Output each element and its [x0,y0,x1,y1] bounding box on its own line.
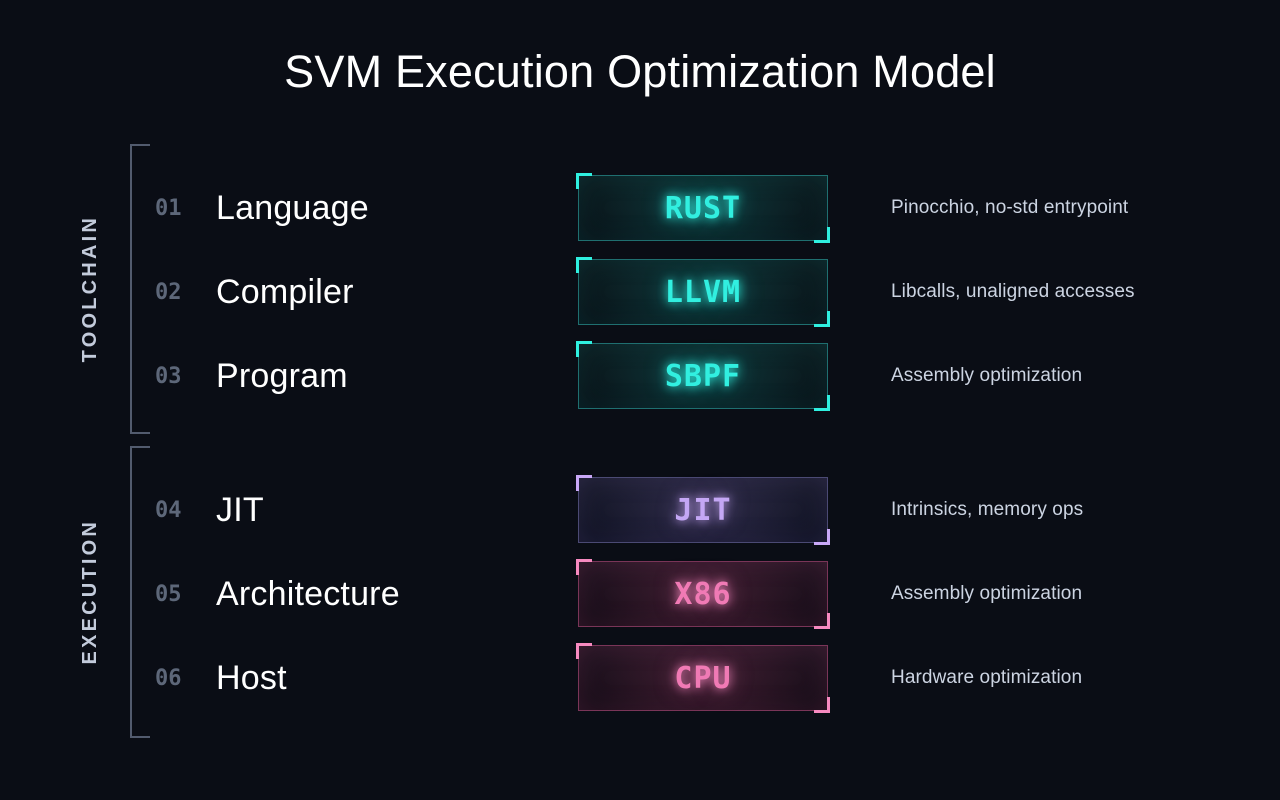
row-description: Pinocchio, no-std entrypoint [891,197,1129,218]
group-execution: EXECUTION 04 JIT JIT Intrinsics, memory … [0,446,1280,738]
chip-badge[interactable]: JIT [576,475,830,545]
row-description: Libcalls, unaligned accesses [891,281,1135,302]
row-description: Hardware optimization [891,667,1083,688]
chip-frame [576,643,830,713]
chip-badge[interactable]: LLVM [576,257,830,327]
list-item[interactable]: 04 JIT JIT Intrinsics, memory ops [0,468,1280,552]
chip-container[interactable]: JIT [576,475,830,545]
chip-label: LLVM [664,274,742,310]
chip-container[interactable]: SBPF [576,341,830,411]
chip-label: SBPF [664,358,742,394]
chip-label: CPU [674,660,732,696]
list-item[interactable]: 03 Program SBPF Assembly optimization [0,334,1280,418]
row-label: Compiler [216,272,354,311]
row-label: Architecture [216,574,400,613]
row-label: JIT [216,490,264,529]
row-description: Intrinsics, memory ops [891,499,1084,520]
row-number: 04 [155,497,182,523]
chip-badge[interactable]: RUST [576,173,830,243]
chip-badge[interactable]: X86 [576,559,830,629]
list-item[interactable]: 05 Architecture X86 Assembly optimizatio… [0,552,1280,636]
row-label: Program [216,356,348,395]
chip-frame [576,257,830,327]
chip-container[interactable]: CPU [576,643,830,713]
chip-frame [576,173,830,243]
group-toolchain: TOOLCHAIN 01 Language RUST Pinocchio, no… [0,144,1280,434]
group-rows: 04 JIT JIT Intrinsics, memory ops 05 Arc… [0,446,1280,738]
group-rows: 01 Language RUST Pinocchio, no-std entry… [0,144,1280,434]
chip-frame [576,559,830,629]
chip-label: X86 [674,576,732,612]
chip-label: JIT [674,492,732,528]
row-number: 06 [155,665,182,691]
chip-container[interactable]: RUST [576,173,830,243]
list-item[interactable]: 02 Compiler LLVM Libcalls, unaligned acc… [0,250,1280,334]
list-item[interactable]: 01 Language RUST Pinocchio, no-std entry… [0,166,1280,250]
row-description: Assembly optimization [891,365,1083,386]
row-label: Host [216,658,287,697]
chip-container[interactable]: LLVM [576,257,830,327]
list-item[interactable]: 06 Host CPU Hardware optimization [0,636,1280,720]
chip-frame [576,475,830,545]
row-number: 01 [155,195,182,221]
row-description: Assembly optimization [891,583,1083,604]
chip-label: RUST [664,190,742,226]
page-title: SVM Execution Optimization Model [284,46,996,97]
chip-container[interactable]: X86 [576,559,830,629]
chip-frame [576,341,830,411]
row-label: Language [216,188,369,227]
chip-badge[interactable]: CPU [576,643,830,713]
row-number: 03 [155,363,182,389]
row-number: 05 [155,581,182,607]
chip-badge[interactable]: SBPF [576,341,830,411]
row-number: 02 [155,279,182,305]
